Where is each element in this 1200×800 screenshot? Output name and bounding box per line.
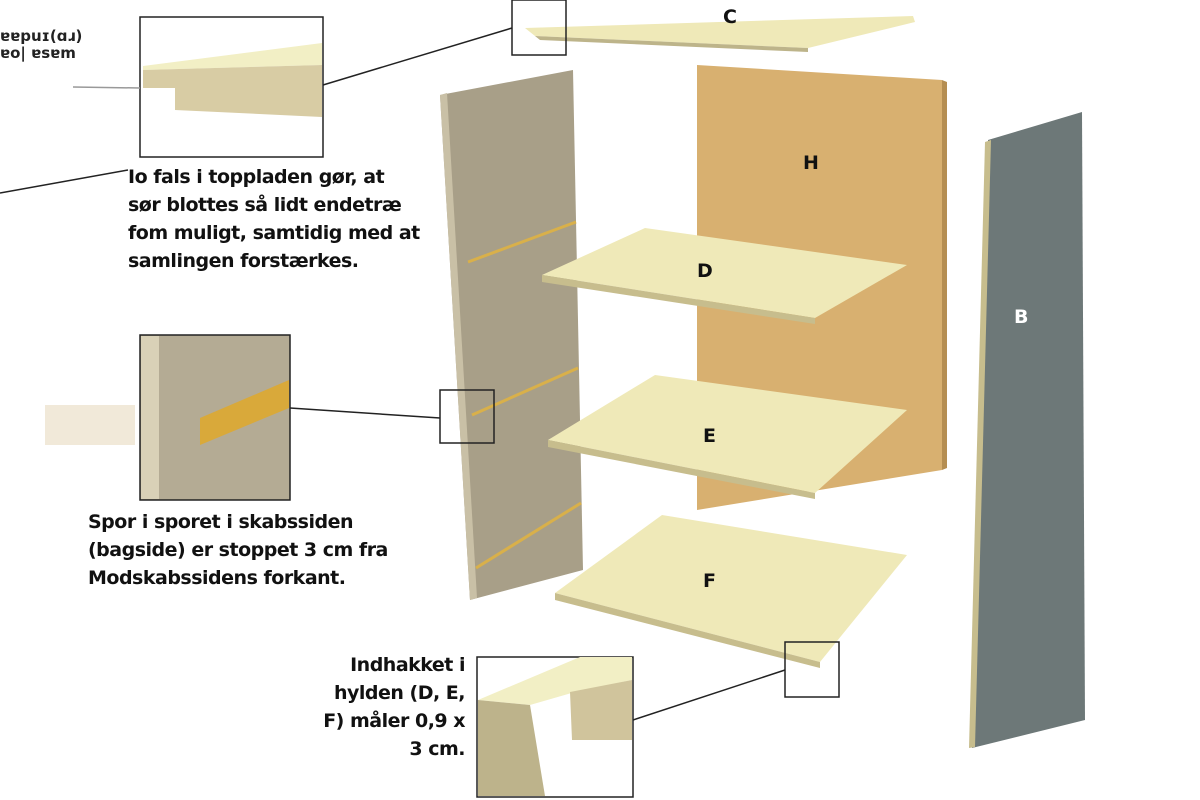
leader-line	[289, 407, 441, 419]
inset-edge	[141, 336, 159, 499]
left-side-edge	[440, 93, 477, 600]
caption-line: 3 cm.	[409, 738, 465, 760]
back-panel-edge	[942, 80, 947, 470]
marker-box-top	[511, 0, 567, 56]
leader-line	[322, 27, 513, 86]
caption-middle: Spor i sporet i skabssiden (bagside) er …	[88, 508, 388, 592]
groove	[471, 366, 579, 417]
fragment-text: ɐɐpuɪ(ɑɹ) ɐo| ɐsɐm	[0, 28, 82, 62]
fragment-line: ɐɐpuɪ(ɑɹ)	[0, 27, 83, 45]
caption-line: fom muligt, samtidig med at	[128, 222, 420, 244]
label-f: F	[703, 570, 716, 592]
inset-notch-face	[570, 680, 632, 740]
marker-box-notch	[784, 641, 840, 698]
caption-line: (bagside) er stoppet 3 cm fra	[88, 539, 388, 561]
leader-line	[632, 669, 786, 721]
label-h: H	[803, 152, 819, 174]
shelf-f	[555, 515, 907, 662]
inset-board-side	[143, 65, 322, 117]
right-side-panel-b	[972, 112, 1085, 748]
top-panel-edge	[535, 36, 808, 52]
groove	[467, 220, 577, 264]
caption-line: Io fals i toppladen gør, at	[128, 166, 385, 188]
shelf-e-edge	[548, 440, 815, 499]
label-b: B	[1014, 306, 1029, 328]
label-e: E	[703, 425, 716, 447]
left-side-panel	[440, 70, 583, 600]
caption-line: samlingen forstærkes.	[128, 250, 359, 272]
faded-board	[45, 405, 135, 445]
caption-line: F) måler 0,9 x	[323, 710, 465, 732]
label-d: D	[697, 260, 713, 282]
shelf-d-edge	[542, 275, 815, 324]
top-panel-c	[525, 16, 915, 48]
caption-bottom: Indhakket i hylden (D, E, F) måler 0,9 x…	[323, 651, 465, 763]
shelf-d	[542, 228, 907, 318]
shelf-e	[548, 375, 907, 493]
caption-top: Io fals i toppladen gør, at sør blottes …	[128, 163, 420, 275]
marker-box-groove	[439, 389, 495, 444]
inset-board-top	[143, 43, 322, 70]
inset-notch-side	[478, 700, 545, 796]
shelf-f-edge	[555, 593, 820, 668]
caption-line: hylden (D, E,	[333, 682, 466, 704]
groove	[475, 501, 582, 570]
caption-line: Modskabssidens forkant.	[88, 567, 346, 589]
label-c: C	[723, 6, 737, 28]
inset-groove-slot	[200, 380, 289, 445]
caption-line: sør blottes så lidt endetræ	[128, 194, 402, 216]
fragment-line: ɐo| ɐsɐm	[0, 44, 76, 62]
inset-line	[72, 86, 141, 89]
inset-notch-top	[478, 657, 632, 705]
caption-line: Indhakket i	[350, 654, 465, 676]
leader-line	[0, 169, 129, 194]
caption-line: Spor i sporet i skabssiden	[88, 511, 354, 533]
right-side-edge	[969, 140, 991, 748]
